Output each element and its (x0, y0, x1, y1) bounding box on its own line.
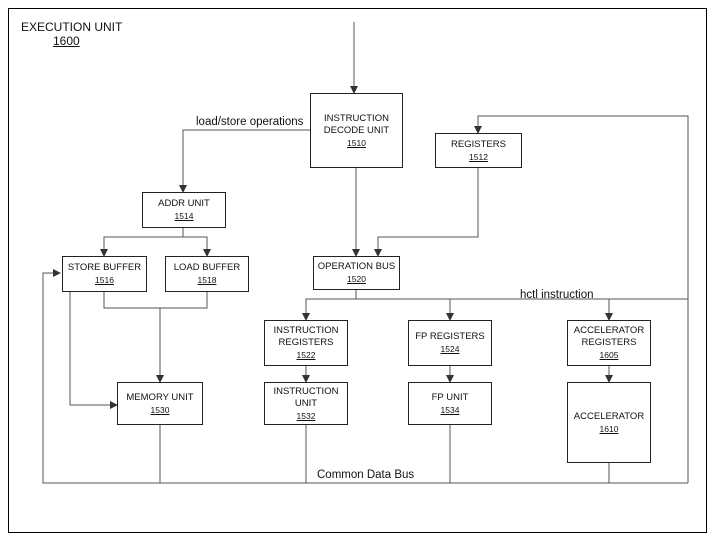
block-label: UNIT (294, 397, 318, 409)
accelerator-registers-block: ACCELERATOR REGISTERS 1605 (567, 320, 651, 366)
diagram-title-number: 1600 (53, 34, 80, 48)
block-number: 1516 (95, 275, 114, 285)
block-number: 1610 (599, 423, 619, 434)
diagram-frame (8, 8, 707, 533)
common-data-bus-label: Common Data Bus (317, 469, 415, 481)
block-number: 1524 (440, 344, 460, 354)
accelerator-block: ACCELERATOR 1610 (567, 382, 651, 463)
block-number: 1512 (469, 151, 488, 162)
registers-to-opbus-arrow (374, 168, 479, 257)
registers-block: REGISTERS 1512 (435, 133, 522, 168)
block-label: DECODE UNIT (323, 124, 390, 136)
store-to-memory-arrow (69, 292, 118, 409)
block-label: MEMORY UNIT (126, 391, 194, 403)
block-label: LOAD BUFFER (173, 262, 241, 273)
block-label: ADDR UNIT (158, 198, 210, 209)
hctl-label: hctl instruction (520, 289, 594, 301)
block-number: 1522 (296, 350, 316, 360)
block-number: 1534 (440, 404, 460, 415)
buffer-join-line (103, 292, 208, 309)
operation-bus-block: OPERATION BUS 1520 (313, 256, 400, 290)
fp-registers-block: FP REGISTERS 1524 (408, 320, 492, 366)
block-label: ACCELERATOR (573, 410, 645, 422)
block-number: 1532 (296, 410, 316, 421)
block-number: 1520 (347, 274, 366, 284)
diagram-title: EXECUTION UNIT 1600 (21, 20, 122, 48)
block-label: INSTRUCTION (273, 385, 339, 397)
addr-to-load-arrow (183, 236, 211, 257)
block-number: 1518 (197, 275, 217, 285)
block-number: 1514 (174, 211, 194, 221)
block-label: INSTRUCTION (273, 325, 339, 336)
store-buffer-block: STORE BUFFER 1516 (62, 256, 147, 292)
load-buffer-block: LOAD BUFFER 1518 (165, 256, 249, 292)
block-label: ACCELERATOR (573, 325, 645, 336)
load-store-arrow (179, 129, 310, 193)
diagram-title-text: EXECUTION UNIT (21, 20, 123, 34)
block-number: 1605 (599, 350, 619, 360)
common-data-bus-line (42, 269, 688, 484)
addr-to-store-arrow (100, 228, 184, 257)
block-label: REGISTERS (581, 337, 637, 348)
block-label: STORE BUFFER (67, 262, 142, 273)
block-label: OPERATION BUS (317, 261, 396, 272)
addr-unit-block: ADDR UNIT 1514 (142, 192, 226, 228)
block-label: FP REGISTERS (415, 331, 485, 342)
memory-unit-block: MEMORY UNIT 1530 (117, 382, 203, 425)
instruction-registers-block: INSTRUCTION REGISTERS 1522 (264, 320, 348, 366)
hctl-bus-line (302, 298, 688, 321)
load-store-label: load/store operations (196, 116, 304, 128)
block-label: FP UNIT (431, 391, 469, 403)
instruction-unit-block: INSTRUCTION UNIT 1532 (264, 382, 348, 425)
fp-unit-block: FP UNIT 1534 (408, 382, 492, 425)
block-label: REGISTERS (278, 337, 334, 348)
block-number: 1530 (150, 404, 170, 415)
block-number: 1510 (347, 137, 366, 148)
block-label: REGISTERS (451, 138, 506, 150)
instruction-decode-unit-block: INSTRUCTION DECODE UNIT 1510 (310, 93, 403, 168)
block-label: INSTRUCTION (324, 112, 389, 124)
